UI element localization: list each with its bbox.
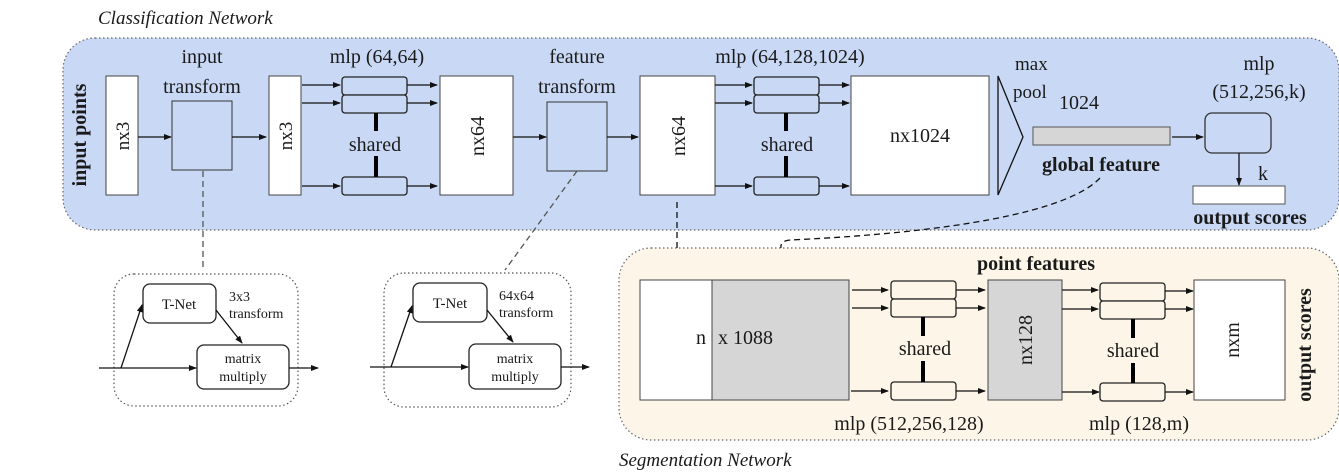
global-feature-dim: 1024: [1059, 92, 1099, 114]
mlp2-layer-n: [753, 176, 820, 196]
tnet-input-box: [142, 283, 217, 324]
block-nx64-a-label: nx64: [467, 116, 489, 156]
mlp2-label: mlp (64,128,1024): [715, 46, 864, 68]
seg-mlp1-layer-1: [890, 280, 957, 300]
input-block-nx3: [105, 75, 139, 196]
concat-dim-label: x 1088: [718, 327, 773, 349]
seg-mlp1-layer-n: [890, 381, 957, 401]
input-transform-box: [171, 100, 233, 171]
mlp3-label-2: (512,256,k): [1212, 81, 1305, 103]
input-transform-label-1: input: [181, 46, 223, 68]
mlp1-layer-2: [341, 94, 408, 114]
feature-transform-label-2: transform: [538, 76, 616, 98]
block-nxm-label: nxm: [1222, 322, 1244, 358]
feature-transform-label-1: feature: [549, 46, 605, 68]
input-transform-label-2: transform: [163, 76, 241, 98]
shared-label: shared: [899, 338, 951, 360]
k-label: k: [1258, 163, 1268, 185]
concat-n-label: n: [696, 327, 706, 349]
shared-label: shared: [761, 134, 813, 156]
matmul-input-label-1: matrix: [225, 352, 262, 367]
segmentation-network-title: Segmentation Network: [619, 450, 792, 471]
tnet-input-transform-1: 3x3: [229, 290, 250, 305]
segmentation-output-scores-label: output scores: [1294, 288, 1316, 402]
block-nx128-label: nx128: [1015, 315, 1037, 365]
seg-mlp2-layer-n: [1099, 382, 1166, 402]
input-points-label: input points: [69, 83, 91, 186]
tnet-feature-detail-panel: [383, 272, 572, 408]
tnet-feature-transform-1: 64x64: [499, 289, 534, 304]
mlp3-box: [1204, 112, 1272, 154]
transformed-block-nx3-label: nx3: [276, 122, 297, 151]
feature-transform-box: [546, 101, 608, 172]
block-nx1024: [850, 75, 990, 196]
mlp1-label: mlp (64,64): [330, 46, 424, 68]
shared-label: shared: [349, 134, 401, 156]
input-block-nx3-label: nx3: [113, 122, 134, 151]
tnet-input-detail-panel: [113, 273, 299, 407]
tnet-input-transform-2: transform: [229, 307, 284, 322]
tnet-feature-transform-2: transform: [499, 306, 554, 321]
matmul-input-box: [196, 344, 290, 390]
global-feature-connector: [780, 177, 1101, 273]
mlp1-layer-1: [341, 76, 408, 96]
tnet-feature-label: T-Net: [433, 296, 468, 312]
tnet-input-label: T-Net: [162, 297, 197, 313]
classification-network-title: Classification Network: [98, 8, 273, 29]
tnet-feature-box: [412, 282, 488, 323]
maxpool-label-2: pool: [1013, 82, 1047, 103]
seg-mlp2-layer-2: [1099, 300, 1166, 320]
transformed-block-nx3: [268, 75, 302, 196]
seg-mlp1-label: mlp (512,256,128): [834, 413, 983, 435]
seg-mlp2-layer-1: [1099, 282, 1166, 302]
output-scores-vector: [1192, 185, 1286, 205]
feature-transform-detail-connector: [504, 170, 578, 271]
matmul-feature-label-2: multiply: [491, 370, 538, 385]
seg-mlp2-label: mlp (128,m): [1089, 413, 1189, 435]
block-nx128: [987, 279, 1063, 401]
classification-output-scores-label: output scores: [1193, 207, 1307, 229]
mlp1-layer-n: [341, 176, 408, 196]
block-nx64-a: [439, 75, 514, 196]
concat-local-block: [639, 279, 713, 401]
maxpool-symbol: [997, 75, 1024, 196]
shared-label: shared: [1107, 340, 1159, 362]
block-nx64-b: [639, 75, 716, 196]
seg-mlp1-layer-2: [890, 298, 957, 318]
block-nxm: [1193, 279, 1286, 401]
global-feature-label: global feature: [1042, 154, 1160, 176]
block-nx1024-label: nx1024: [890, 125, 950, 147]
mlp2-layer-1: [753, 76, 820, 96]
mlp3-label-1: mlp: [1243, 53, 1274, 75]
global-feature-vector: [1032, 126, 1171, 146]
matmul-input-label-2: multiply: [219, 370, 266, 385]
point-features-label: point features: [977, 253, 1095, 275]
block-nx64-b-label: nx64: [668, 116, 690, 156]
matmul-feature-label-1: matrix: [497, 352, 534, 367]
mlp2-layer-2: [753, 94, 820, 114]
maxpool-label-1: max: [1015, 54, 1048, 75]
concat-global-block: [711, 279, 850, 401]
